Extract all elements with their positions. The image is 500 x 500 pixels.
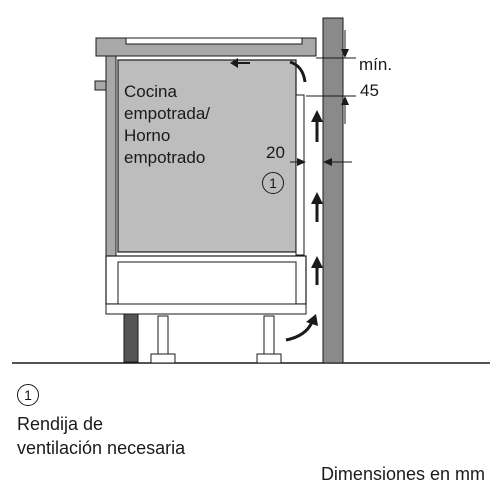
wall <box>322 17 344 364</box>
units-note: Dimensiones en mm <box>320 464 485 484</box>
appliance-label-line: empotrada/ <box>124 104 210 123</box>
legend-line: ventilación necesaria <box>17 438 186 458</box>
arrow-left-icon <box>323 158 332 166</box>
hob-glass <box>125 37 303 45</box>
plinth <box>105 303 307 315</box>
side-gap-label: 20 <box>266 143 285 162</box>
appliance-label: Cocina empotrada/ Horno empotrado <box>124 81 210 169</box>
top-gap-label: 45 <box>360 81 379 100</box>
arrow-up-icon <box>341 96 349 105</box>
arrow-left-icon <box>230 58 238 68</box>
appliance-label-line: Cocina <box>124 82 177 101</box>
arrow-tip-icon <box>306 314 318 326</box>
cabinet-back-panel <box>295 94 305 256</box>
airflow-arrow-up-1 <box>311 110 323 142</box>
legend-marker: 1 <box>17 384 39 406</box>
cabinet-handle <box>94 80 107 91</box>
appliance-label-line: empotrado <box>124 148 206 167</box>
arrow-right-icon <box>297 158 306 166</box>
leg-left <box>157 315 169 355</box>
airflow-arrow-up-3 <box>311 256 323 285</box>
drawer-inner <box>117 261 297 305</box>
legend-description: Rendija de ventilación necesaria <box>17 412 185 460</box>
foot-left <box>150 353 176 364</box>
leg-right <box>263 315 275 355</box>
foot-right <box>256 353 282 364</box>
legend-line: Rendija de <box>17 414 104 434</box>
appliance-body <box>117 59 297 253</box>
airflow-curve-arrow-top <box>289 60 307 83</box>
airflow-curve-arrow-bottom <box>285 321 314 342</box>
arrow-down-icon <box>341 49 349 58</box>
min-label: mín. <box>359 55 393 74</box>
ventilation-marker: 1 <box>262 172 284 194</box>
plinth-board <box>123 313 139 363</box>
airflow-arrow-up-2 <box>311 192 323 222</box>
appliance-label-line: Horno <box>124 126 171 145</box>
